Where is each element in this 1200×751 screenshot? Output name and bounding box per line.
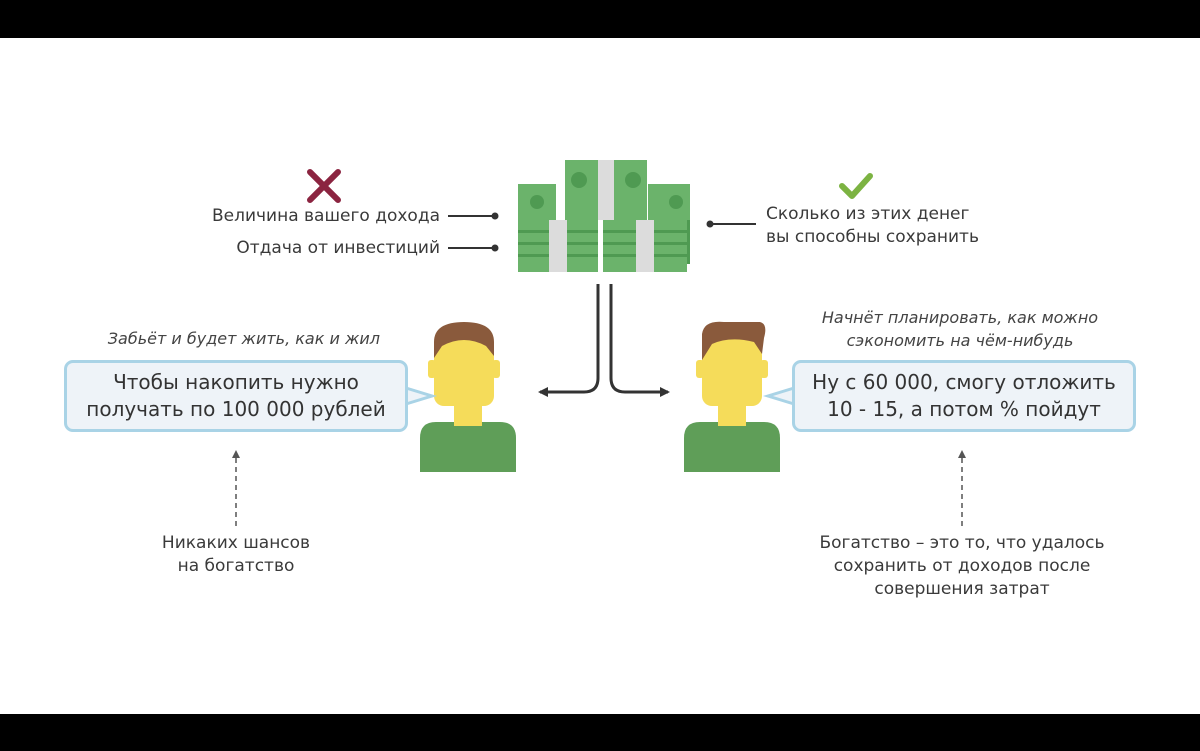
branch-arrows: [538, 284, 670, 397]
money-stack-icon: [518, 160, 690, 272]
right-connector: [706, 220, 756, 228]
left-bubble-line: получать по 100 000 рублей: [86, 397, 386, 421]
right-speech-bubble: Ну с 60 000, смогу отложить 10 - 15, а п…: [792, 360, 1136, 432]
left-person-icon: [420, 322, 516, 472]
cross-icon: [307, 169, 341, 203]
right-note-line: сохранить от доходов после: [833, 556, 1091, 576]
right-note-line: совершения затрат: [874, 579, 1050, 599]
diagram-canvas: Величина вашего дохода Отдача от инвести…: [0, 38, 1200, 714]
income-label: Величина вашего дохода: [211, 206, 440, 226]
left-speech-bubble: Чтобы накопить нужно получать по 100 000…: [64, 360, 408, 432]
left-note-line: Никаких шансов: [161, 533, 311, 553]
check-icon: [839, 173, 873, 199]
left-connectors: [448, 212, 499, 252]
right-person-caption: Начнёт планировать, как можно сэкономить…: [790, 306, 1130, 352]
bubble-tails: [405, 386, 795, 406]
right-bubble-line: 10 - 15, а потом % пойдут: [827, 397, 1101, 421]
investment-return-label: Отдача от инвестиций: [236, 238, 440, 258]
savings-label: Сколько из этих денег вы способны сохран…: [766, 203, 1026, 249]
diagram-graphics: [232, 160, 966, 526]
left-note-line: на богатство: [177, 556, 295, 576]
right-note: Богатство – это то, что удалось сохранит…: [800, 532, 1124, 601]
right-note-line: Богатство – это то, что удалось: [819, 533, 1105, 553]
right-bubble-line: Ну с 60 000, смогу отложить: [812, 370, 1116, 394]
savings-label-line: вы способны сохранить: [766, 227, 979, 247]
right-caption-line: сэкономить на чём-нибудь: [846, 331, 1074, 350]
left-note: Никаких шансов на богатство: [116, 532, 356, 578]
savings-label-line: Сколько из этих денег: [766, 204, 970, 224]
left-bubble-line: Чтобы накопить нужно: [113, 370, 359, 394]
left-person-caption: Забьёт и будет жить, как и жил: [107, 329, 380, 348]
right-caption-line: Начнёт планировать, как можно: [821, 308, 1099, 327]
dashed-arrows: [232, 450, 966, 526]
right-person-icon: [684, 321, 780, 472]
